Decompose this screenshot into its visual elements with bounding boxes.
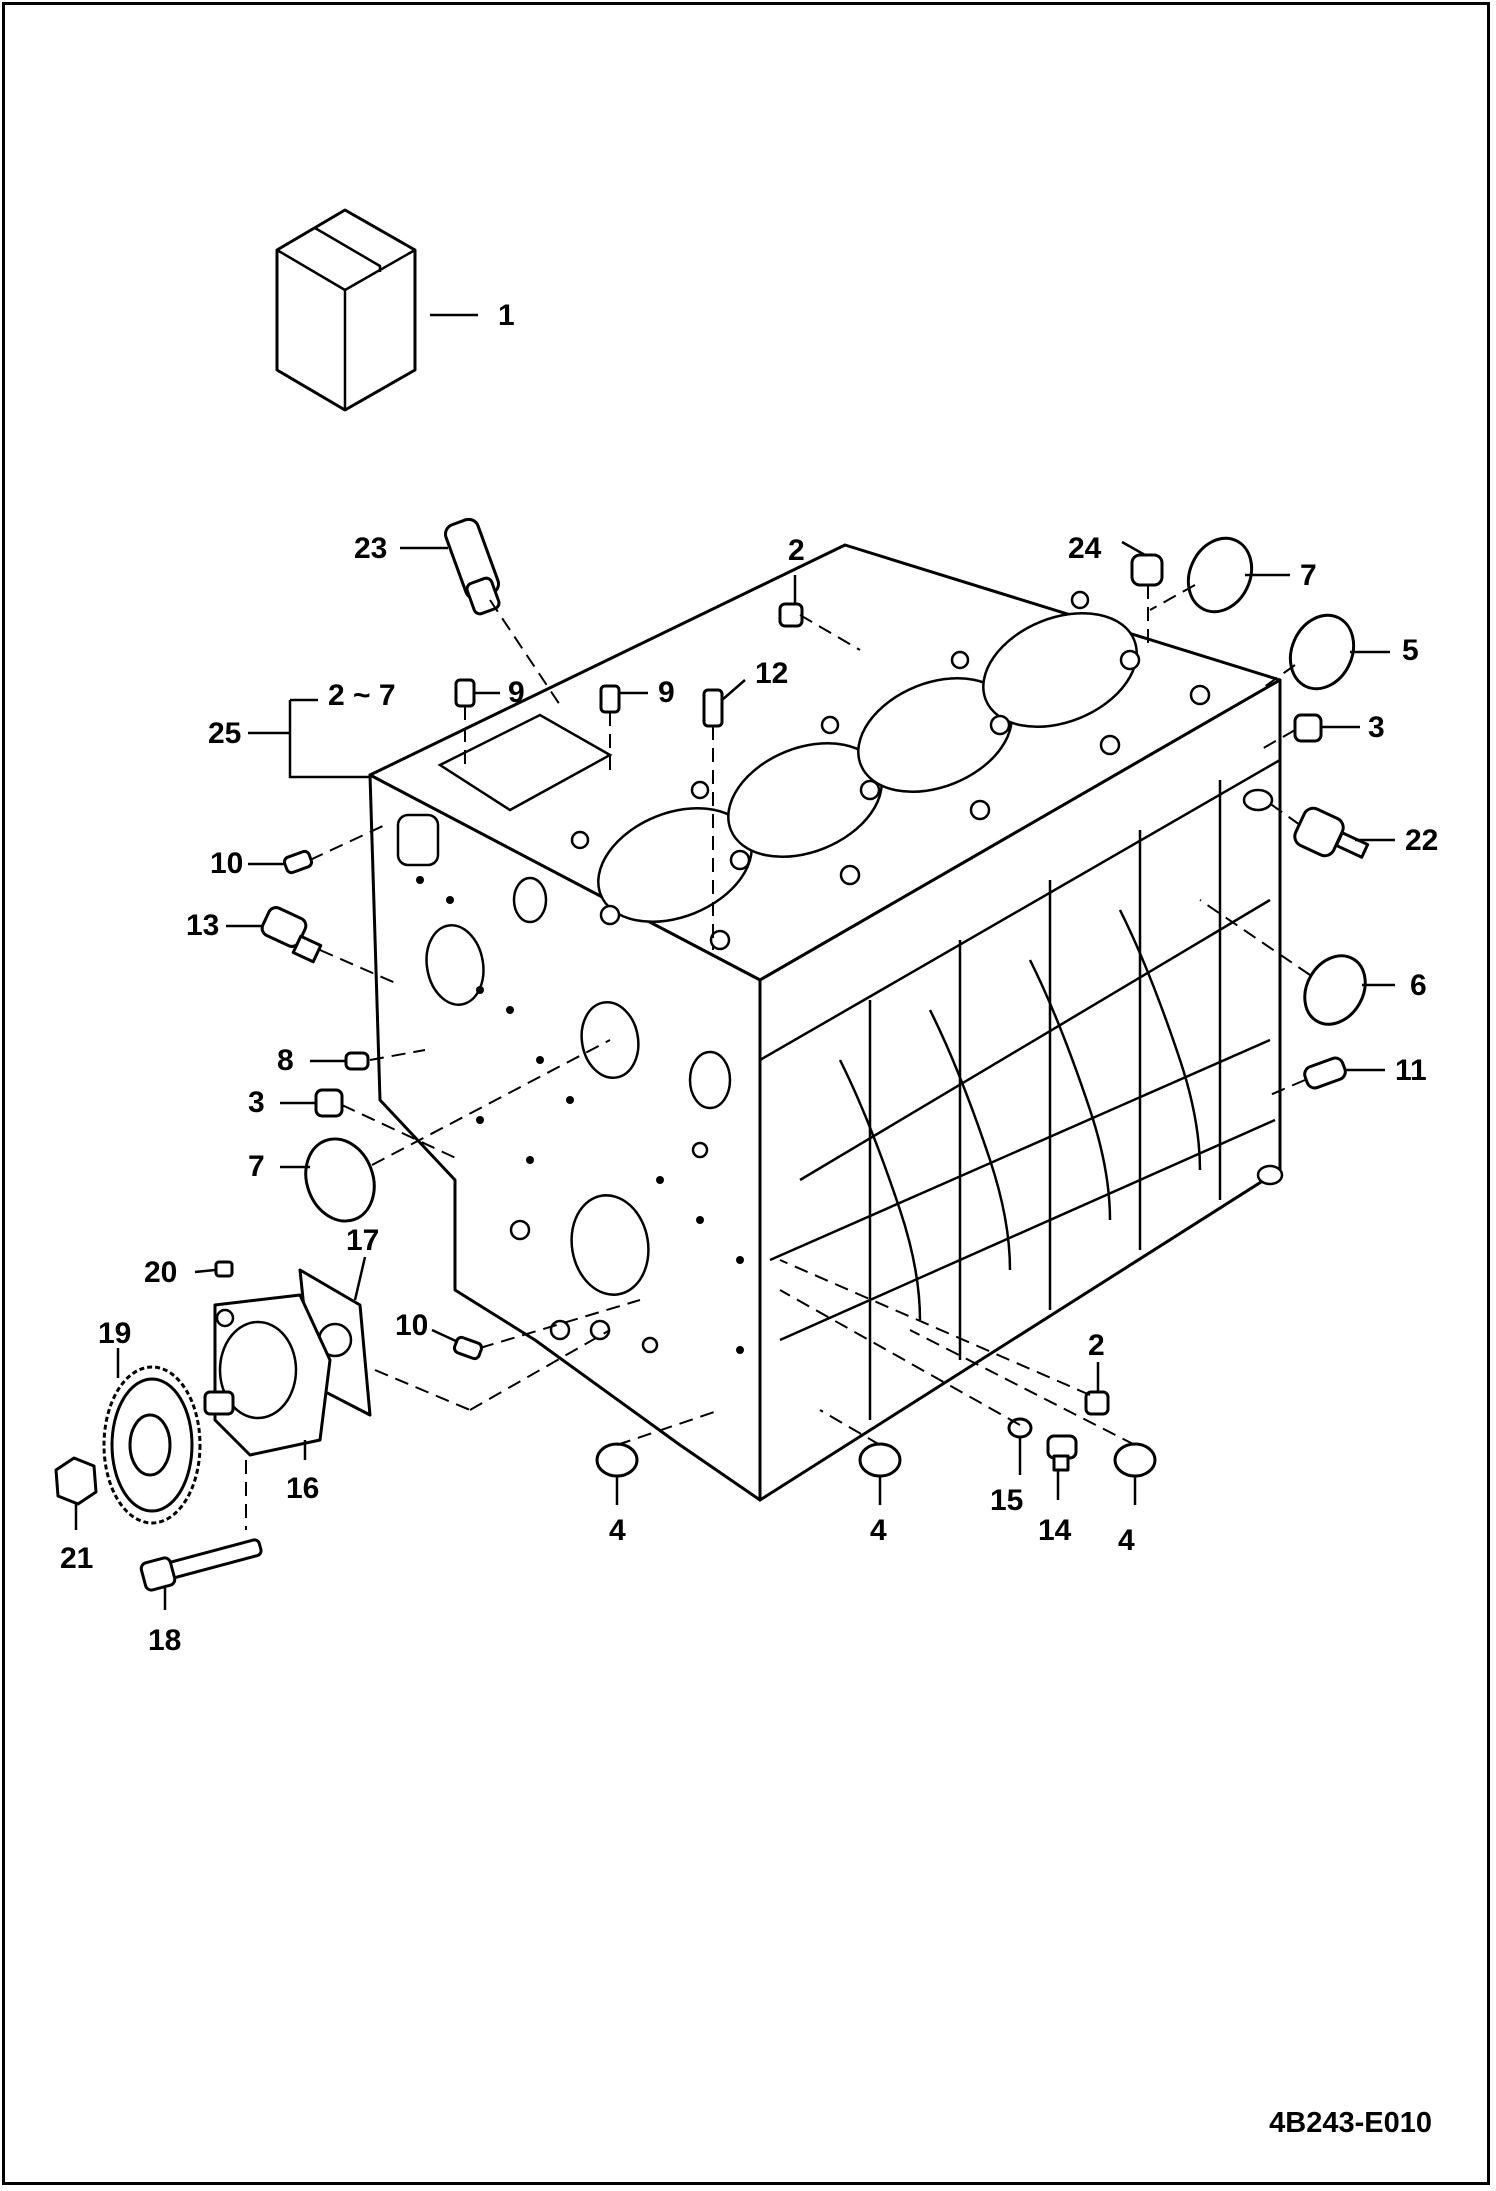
callout-23: 23 [354, 532, 387, 565]
callout-10-upper: 10 [210, 847, 243, 880]
part-9-pin-a [454, 678, 476, 708]
part-8-pin [344, 1051, 370, 1071]
part-3-upper-plug [1293, 713, 1323, 743]
callout-7-lower: 7 [248, 1150, 265, 1183]
callout-2-lower: 2 [1088, 1329, 1105, 1362]
part-21-nut [54, 1456, 98, 1506]
part-16-pump-body [213, 1293, 332, 1457]
part-10-upper-pin [282, 849, 314, 875]
callout-21: 21 [60, 1542, 93, 1575]
part-18-bolt [139, 1538, 263, 1592]
part-23-pipe [444, 517, 501, 616]
callout-3-upper: 3 [1368, 711, 1385, 744]
drawing-reference-code: 4B243-E010 [1269, 2107, 1432, 2139]
callout-3-lower: 3 [248, 1086, 265, 1119]
leader-lines [74, 313, 1395, 1610]
part-24-plug [1130, 553, 1164, 587]
callout-9-right: 9 [658, 676, 675, 709]
part-7-lower-ring [304, 1137, 376, 1223]
part-4-plug-a [595, 1442, 639, 1478]
callout-12: 12 [755, 657, 788, 690]
callout-6: 6 [1410, 969, 1427, 1002]
callout-4-left: 4 [609, 1514, 626, 1547]
part-6-seal-ring [1303, 954, 1367, 1026]
part-2-upper-plug [778, 602, 804, 628]
part-9-pin-b [599, 684, 621, 714]
part-4-plug-b [858, 1442, 902, 1478]
callout-2-7-range: 2 ~ 7 [328, 679, 396, 712]
callout-15: 15 [990, 1484, 1023, 1517]
part-11-pin [1303, 1056, 1347, 1090]
callout-24: 24 [1068, 532, 1102, 565]
callout-2-upper: 2 [788, 534, 805, 567]
callout-10-lower: 10 [395, 1309, 428, 1342]
callout-13: 13 [186, 909, 219, 942]
cylinder-block [368, 543, 1284, 1502]
callout-14: 14 [1038, 1514, 1072, 1547]
callout-18: 18 [148, 1624, 181, 1657]
callout-7-upper: 7 [1300, 559, 1317, 592]
part-1-kit-box [275, 208, 417, 412]
part-12-pin [702, 688, 724, 728]
callout-19: 19 [98, 1317, 131, 1350]
callout-4-middle: 4 [870, 1514, 887, 1547]
part-10-lower-pin [452, 1335, 484, 1361]
part-7-upper-plug-disc [1186, 536, 1254, 614]
assembly-dashed-lines [245, 584, 1311, 1530]
callout-4-right: 4 [1118, 1524, 1135, 1557]
part-15-washer [1007, 1417, 1033, 1439]
callout-16: 16 [286, 1472, 319, 1505]
part-4-plug-c [1113, 1442, 1157, 1478]
callout-20: 20 [144, 1256, 177, 1289]
part-19-gear [102, 1365, 235, 1525]
callout-11: 11 [1395, 1054, 1427, 1087]
part-22-sensor [1293, 806, 1370, 859]
part-5-seal-disc [1288, 613, 1356, 691]
callout-5: 5 [1402, 634, 1419, 667]
part-14-bolt [1046, 1434, 1078, 1472]
callout-8: 8 [277, 1044, 294, 1077]
part-3-lower-plug [314, 1088, 344, 1118]
callout-9-left: 9 [508, 676, 525, 709]
callout-17: 17 [346, 1224, 379, 1257]
callout-22: 22 [1405, 824, 1438, 857]
part-13-sensor [260, 906, 323, 964]
callout-25: 25 [208, 717, 241, 750]
part-20-key [214, 1260, 234, 1278]
callout-labels: 1 2 2 2 ~ 7 3 3 4 4 4 5 6 7 7 8 9 9 10 1… [60, 299, 1438, 1657]
callout-1: 1 [498, 299, 515, 332]
